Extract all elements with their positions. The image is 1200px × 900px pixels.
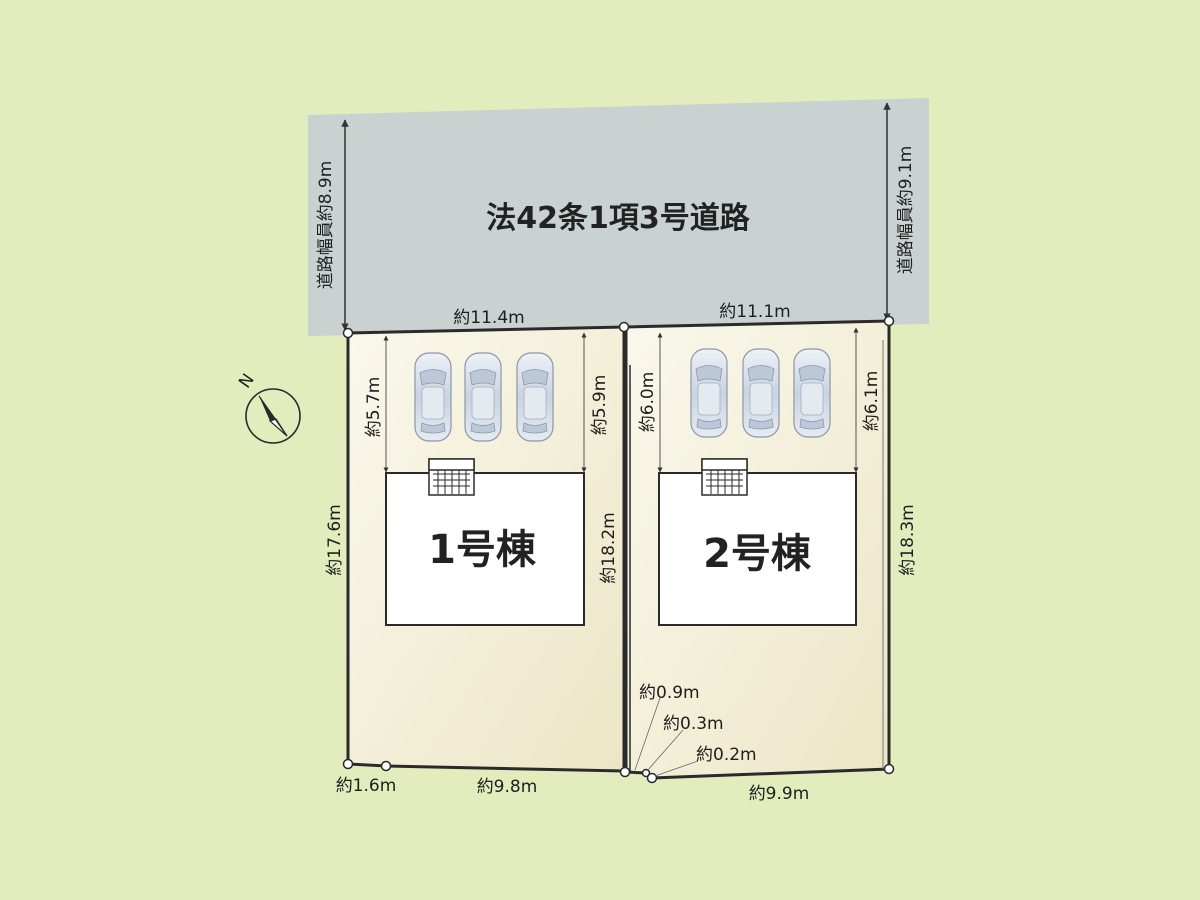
- car-icon: [414, 352, 452, 442]
- building-1: [385, 472, 585, 626]
- lot-2-frontage: 約11.1m: [719, 302, 790, 322]
- building-2-entrance-icon: [701, 458, 748, 496]
- lot-1-depth-right: 約18.2m: [599, 512, 619, 583]
- lot-1-parking: [414, 352, 554, 442]
- compass-label: N: [235, 370, 259, 392]
- compass-icon: [245, 388, 301, 444]
- lot-1-setback-left: 約5.7m: [364, 377, 384, 438]
- building-1-label: 1号棟: [428, 527, 537, 573]
- lot-2-corner-a: 約0.9m: [639, 683, 700, 703]
- building-2-label: 2号棟: [703, 531, 812, 577]
- lot-1-rear-long: 約9.8m: [477, 777, 538, 797]
- road-area: [308, 98, 929, 336]
- corner-c-leader: [654, 760, 699, 777]
- building-2: [658, 472, 857, 626]
- boundary-markers: [342, 315, 895, 784]
- car-icon: [464, 352, 502, 442]
- lot-2-corner-b: 約0.3m: [663, 714, 724, 734]
- lot-2-rear: 約9.9m: [749, 784, 810, 804]
- road-width-left-label: 道路幅員約8.9m: [316, 161, 336, 290]
- lot-1-depth-left: 約17.6m: [325, 504, 345, 575]
- lot-1-setback-right: 約5.9m: [590, 375, 610, 436]
- car-icon: [742, 348, 780, 438]
- lot-2-setback-right: 約6.1m: [862, 371, 882, 432]
- road-width-right-label: 道路幅員約9.1m: [896, 146, 916, 275]
- lot-2-parking: [690, 348, 831, 438]
- car-icon: [690, 348, 728, 438]
- building-1-entrance-icon: [428, 458, 475, 496]
- lot-2-setback-left: 約6.0m: [638, 372, 658, 433]
- lot-1-frontage: 約11.4m: [453, 308, 524, 328]
- corner-a-leader: [634, 697, 661, 771]
- corner-b-leader: [646, 729, 684, 772]
- car-icon: [793, 348, 831, 438]
- car-icon: [516, 352, 554, 442]
- lot-2-depth-right: 約18.3m: [898, 504, 918, 575]
- lot-2-corner-c: 約0.2m: [696, 745, 757, 765]
- lot-1-rear-short: 約1.6m: [336, 776, 397, 796]
- road-label: 法42条1項3号道路: [486, 201, 750, 236]
